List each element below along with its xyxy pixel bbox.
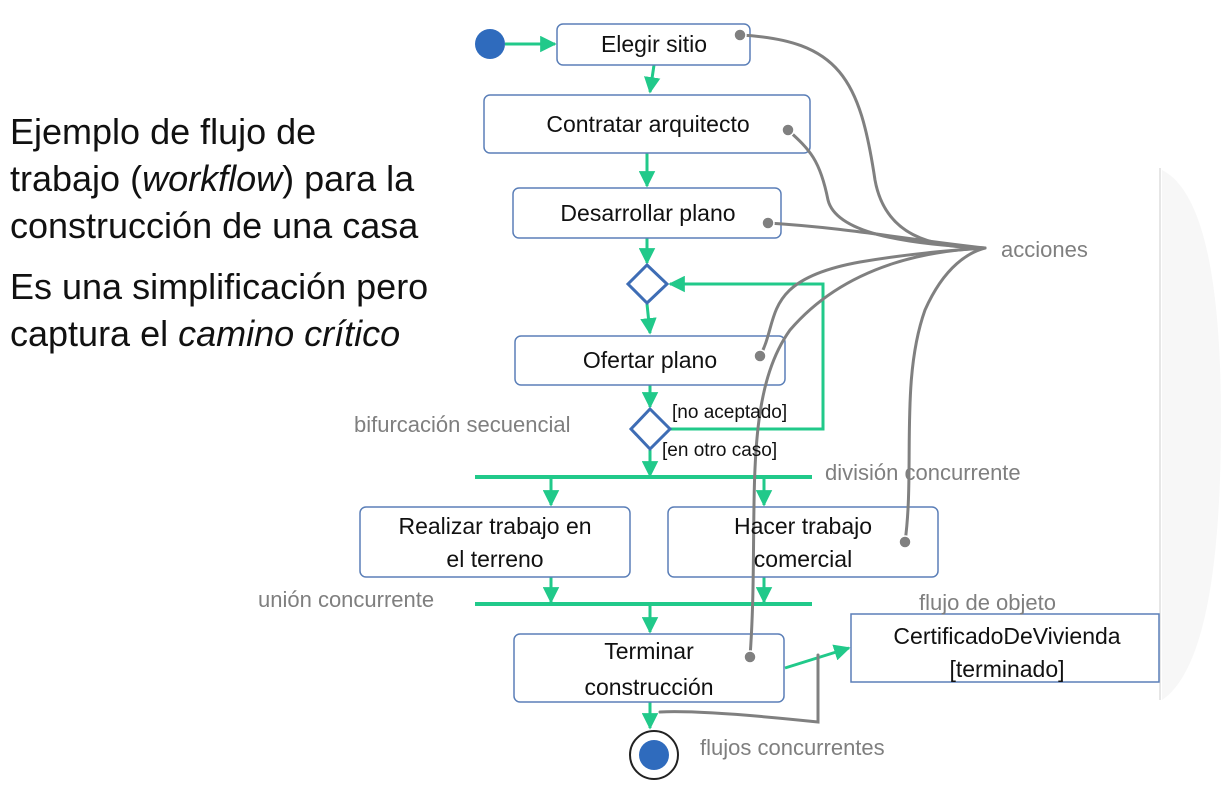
action-terminar-construccion bbox=[513, 633, 785, 703]
flow-merge-to-ofertar bbox=[640, 303, 657, 335]
callout-hacer bbox=[903, 246, 987, 544]
note-bifurcacion-secuencial: bifurcación secuencial bbox=[354, 412, 570, 437]
intro-line: captura el camino crítico bbox=[10, 313, 401, 354]
action-ofertar-plano bbox=[514, 335, 786, 386]
callout-ofertar bbox=[758, 246, 987, 358]
flow-no-aceptado-loop bbox=[668, 275, 825, 431]
label-certificado-2: [terminado] bbox=[949, 656, 1064, 682]
slide-edge-shadow bbox=[1162, 170, 1221, 700]
label-certificado-1: CertificadoDeVivienda bbox=[893, 623, 1120, 649]
label-terminar-1: Terminar bbox=[604, 638, 694, 664]
note-flujo-de-objeto: flujo de objeto bbox=[919, 590, 1056, 615]
label-hacer-trabajo-2: comercial bbox=[754, 546, 852, 572]
label-ofertar-plano: Ofertar plano bbox=[583, 347, 717, 373]
object-node-certificado bbox=[850, 613, 1160, 683]
action-hacer-trabajo bbox=[667, 506, 939, 578]
critical-path-term: camino crítico bbox=[178, 313, 401, 354]
callout-dot bbox=[898, 535, 912, 549]
workflow-term: workflow bbox=[142, 158, 283, 199]
intro-line: Ejemplo de flujo de bbox=[10, 111, 317, 152]
label-terminar-2: construcción bbox=[584, 674, 713, 700]
flow-elegir-to-contratar bbox=[644, 64, 661, 94]
merge-node bbox=[625, 262, 670, 306]
final-node-fill bbox=[639, 740, 669, 770]
action-desarrollar-plano bbox=[512, 187, 782, 239]
intro-line: trabajo (workflow) para la bbox=[10, 158, 415, 199]
note-division-concurrente: división concurrente bbox=[825, 460, 1021, 485]
label-contratar-arquitecto: Contratar arquitecto bbox=[546, 111, 749, 137]
callout-contratar bbox=[786, 128, 987, 250]
action-contratar-arquitecto bbox=[483, 94, 811, 154]
callout-dot bbox=[761, 216, 775, 230]
note-flujos-concurrentes: flujos concurrentes bbox=[700, 735, 885, 760]
label-desarrollar-plano: Desarrollar plano bbox=[560, 200, 735, 226]
label-elegir-sitio: Elegir sitio bbox=[601, 31, 707, 57]
note-acciones: acciones bbox=[1001, 237, 1088, 262]
callout-desarrollar bbox=[766, 221, 987, 250]
callout-dot bbox=[781, 123, 795, 137]
callout-terminar bbox=[748, 246, 987, 659]
action-realizar-trabajo bbox=[359, 506, 631, 578]
intro-line: Es una simplificación pero bbox=[10, 266, 429, 307]
initial-node bbox=[475, 29, 505, 59]
label-hacer-trabajo-1: Hacer trabajo bbox=[734, 513, 872, 539]
callout-dot bbox=[743, 650, 757, 664]
note-union-concurrente: unión concurrente bbox=[258, 587, 434, 612]
intro-line: construcción de una casa bbox=[10, 205, 419, 246]
label-realizar-trabajo-2: el terreno bbox=[446, 546, 543, 572]
guard-en-otro-caso: [en otro caso] bbox=[662, 440, 777, 461]
action-elegir-sitio bbox=[556, 23, 751, 66]
intro-text: Ejemplo de flujo de trabajo (workflow) p… bbox=[10, 108, 428, 357]
decision-node bbox=[628, 406, 673, 452]
guard-no-aceptado: [no aceptado] bbox=[672, 402, 787, 423]
callout-flujos-concurrentes bbox=[658, 653, 820, 724]
label-realizar-trabajo-1: Realizar trabajo en bbox=[398, 513, 591, 539]
callout-dot bbox=[753, 349, 767, 363]
callout-dot bbox=[733, 28, 747, 42]
